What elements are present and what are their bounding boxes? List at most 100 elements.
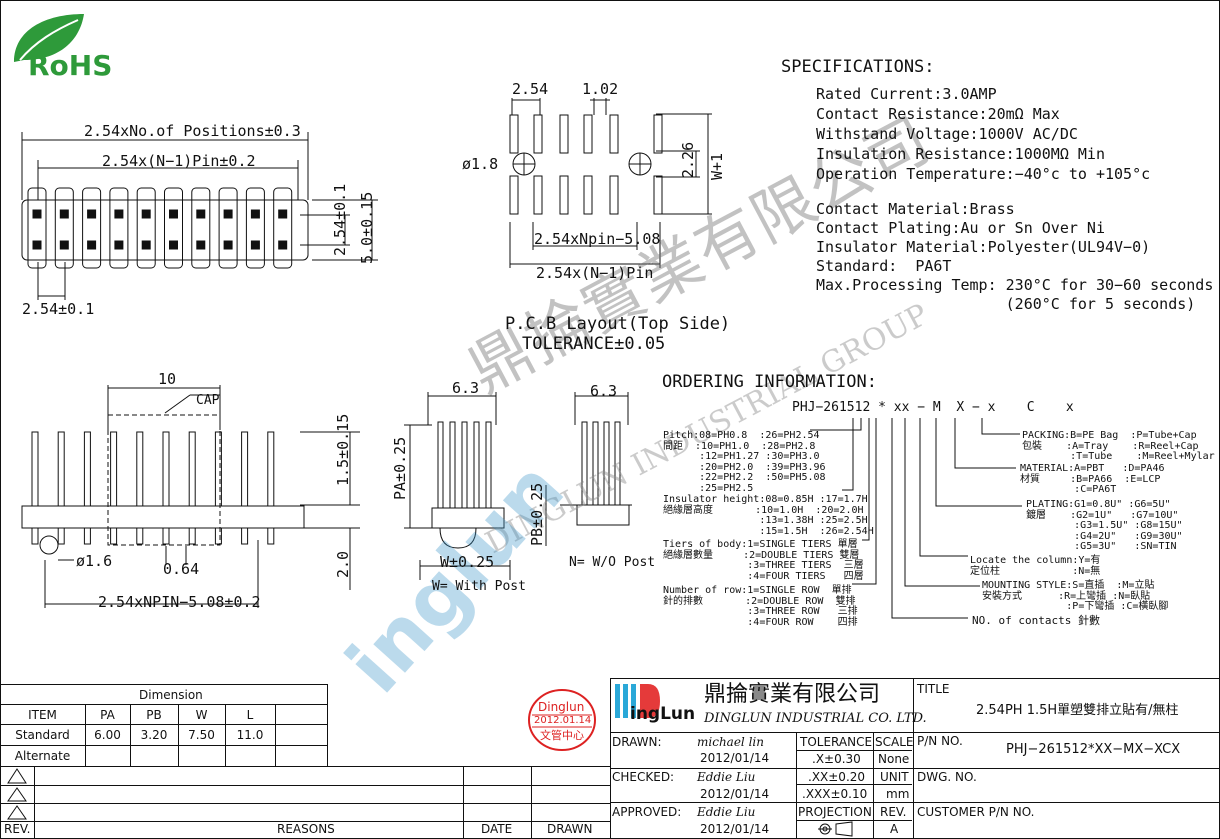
pin-top — [196, 209, 206, 219]
pin-housing — [218, 187, 238, 269]
dim-height-label: 5.0±0.15 — [358, 191, 376, 264]
pcb-pad — [653, 114, 663, 154]
end-pin — [603, 421, 610, 506]
end-pin — [449, 421, 456, 509]
ordering-line: 鍍層 :G2=1U" :G7=10U" — [1026, 509, 1179, 521]
spec-line: Max.Processing Temp: 230°C for 30−60 sec… — [816, 276, 1214, 294]
ordering-line: :G5=3U" :SN=TIN — [1026, 541, 1177, 552]
spec-line: Contact Plating:Au or Sn Over Ni — [816, 219, 1105, 237]
pin-housing — [136, 187, 156, 269]
pin-housing — [82, 187, 102, 269]
checked-date: 2012/01/14 — [700, 787, 770, 801]
pin-bottom — [169, 240, 178, 250]
spec-line: Operation Temperature:−40°c to +105°c — [816, 165, 1151, 183]
dimension-cell: 6.00 — [94, 728, 121, 742]
end-pin — [461, 421, 468, 509]
ordering-line: MOUNTING STYLE:S=直插 :M=立貼 — [982, 580, 1155, 591]
pin-bottom — [250, 240, 260, 250]
dimension-header: PB — [146, 708, 162, 722]
ordering-line: 安裝方式 :R=上彎插 :N=臥貼 — [982, 590, 1151, 602]
side-pin-tail — [136, 527, 144, 545]
pcb-pitch-label: 2.54 — [512, 80, 549, 98]
side-npin-label: 2.54xNPIN−5.08±0.2 — [98, 593, 261, 611]
pin-bottom — [196, 240, 206, 250]
ordering-line: :15=1.5H :26=2.54H — [663, 525, 874, 537]
rev-label: REV. — [880, 805, 907, 819]
side-pin-tail — [31, 527, 39, 545]
scale-value: None — [878, 752, 910, 766]
end-pin — [473, 421, 480, 509]
spec-line: Contact Material:Brass — [816, 200, 1015, 218]
pin-top — [250, 209, 260, 219]
ordering-line: PACKING:B=PE Bag :P=Tube+Cap — [1022, 430, 1197, 441]
approved-by: Eddie Liu — [697, 805, 756, 819]
drawn-date: 2012/01/14 — [700, 751, 770, 765]
company-cn: 鼎掄實業有限公司 — [704, 682, 881, 707]
scale-label: SCALE — [875, 735, 914, 749]
ordering-line: 定位柱 :N=無 — [970, 565, 1101, 577]
dim-pin-label: 2.54x(N−1)Pin±0.2 — [102, 152, 256, 170]
ordering-line: :4=FOUR ROW 四排 — [663, 616, 858, 628]
pcb-pad — [609, 175, 619, 215]
ordering-line: :G3=1.5U" :G8=15U" — [1026, 520, 1183, 531]
checked-by: Eddie Liu — [697, 770, 756, 784]
end-post — [439, 527, 477, 549]
spec-line: Rated Current:3.0AMP — [816, 85, 997, 103]
end1-pa-label: PA±0.25 — [391, 436, 409, 500]
pin-top — [141, 209, 151, 219]
pin-bottom — [223, 240, 233, 250]
drawn-by: michael lin — [697, 735, 764, 749]
unit-label: UNIT — [880, 770, 909, 784]
side-pin-tail — [267, 527, 275, 545]
side-pin — [214, 431, 222, 507]
side-pin-tail — [241, 527, 249, 545]
side-post-label: 1.5±0.15 — [334, 413, 352, 486]
side-pin — [188, 431, 196, 507]
specs-heading: SPECIFICATIONS: — [781, 57, 935, 77]
stamp-date: 2012.01.14 — [534, 715, 592, 726]
projection-symbol-icon — [818, 821, 853, 837]
dim-overall-label: 2.54xNo.of Positions±0.3 — [84, 122, 301, 140]
ordering-line: PLATING:G1=0.8U" :G6=5U" — [1026, 499, 1171, 510]
side-pin-label: 0.64 — [163, 560, 200, 578]
dim-row-label: 2.54±0.1 — [331, 183, 349, 256]
end-pin — [485, 421, 492, 509]
ordering-heading: ORDERING INFORMATION: — [662, 372, 877, 392]
side-pin — [31, 431, 39, 507]
end-pin — [437, 421, 444, 509]
spec-line: Insulator Material:Polyester(UL94V−0) — [816, 238, 1151, 256]
dimension-cell: Alternate — [14, 749, 71, 763]
title-brand: ingLun — [630, 704, 696, 724]
tolerance-2: .XX±0.20 — [808, 770, 866, 784]
pcb-pad-label: 1.02 — [582, 80, 619, 98]
pin-housing — [54, 187, 74, 269]
tolerance-label: TOLERANCE — [800, 735, 873, 749]
pcb-pad — [559, 114, 569, 154]
ordering-line: Insulator height:08=0.85H :17=1.7H — [663, 494, 868, 505]
pcb-n1-label: 2.54x(N−1)Pin — [536, 264, 654, 282]
ordering-line: :C=PA6T — [1020, 484, 1117, 495]
company-en: DINGLUN INDUSTRIAL CO. LTD. — [704, 711, 927, 726]
dimension-cell: Standard — [15, 728, 70, 742]
spec-line: Insulation Resistance:1000MΩ Min — [816, 145, 1105, 163]
end-pin — [592, 421, 599, 506]
ordering-line: :G4=2U" :G9=30U" — [1026, 530, 1183, 542]
pcb-npin-label: 2.54xNpin−5.08 — [534, 230, 661, 248]
pcb-title: P.C.B Layout(Top Side) — [505, 314, 731, 334]
ordering-line: MATERIAL:A=PBT :D=PA46 — [1020, 463, 1165, 474]
ordering-line: :22=PH2.2 :50=PH5.08 — [663, 472, 826, 483]
dwg-label: DWG. NO. — [917, 770, 977, 784]
end1-width-label: 6.3 — [452, 379, 480, 397]
ordering-line: Locate the column:Y=有 — [970, 555, 1101, 566]
ordering-line: :T=Tube :M=Reel+Mylar — [1022, 451, 1215, 462]
side-pin-tail — [83, 527, 91, 545]
pin-bottom — [141, 240, 151, 250]
unit-value: mm — [886, 787, 910, 801]
side-pin-tail — [214, 527, 222, 545]
pin-top — [32, 209, 42, 219]
rev-header: REV. — [4, 822, 31, 836]
drawn-header: DRAWN — [547, 822, 593, 836]
side-tail-label: 2.0 — [334, 550, 352, 578]
pcb-pad — [583, 114, 593, 154]
dimension-header: PA — [100, 708, 115, 722]
